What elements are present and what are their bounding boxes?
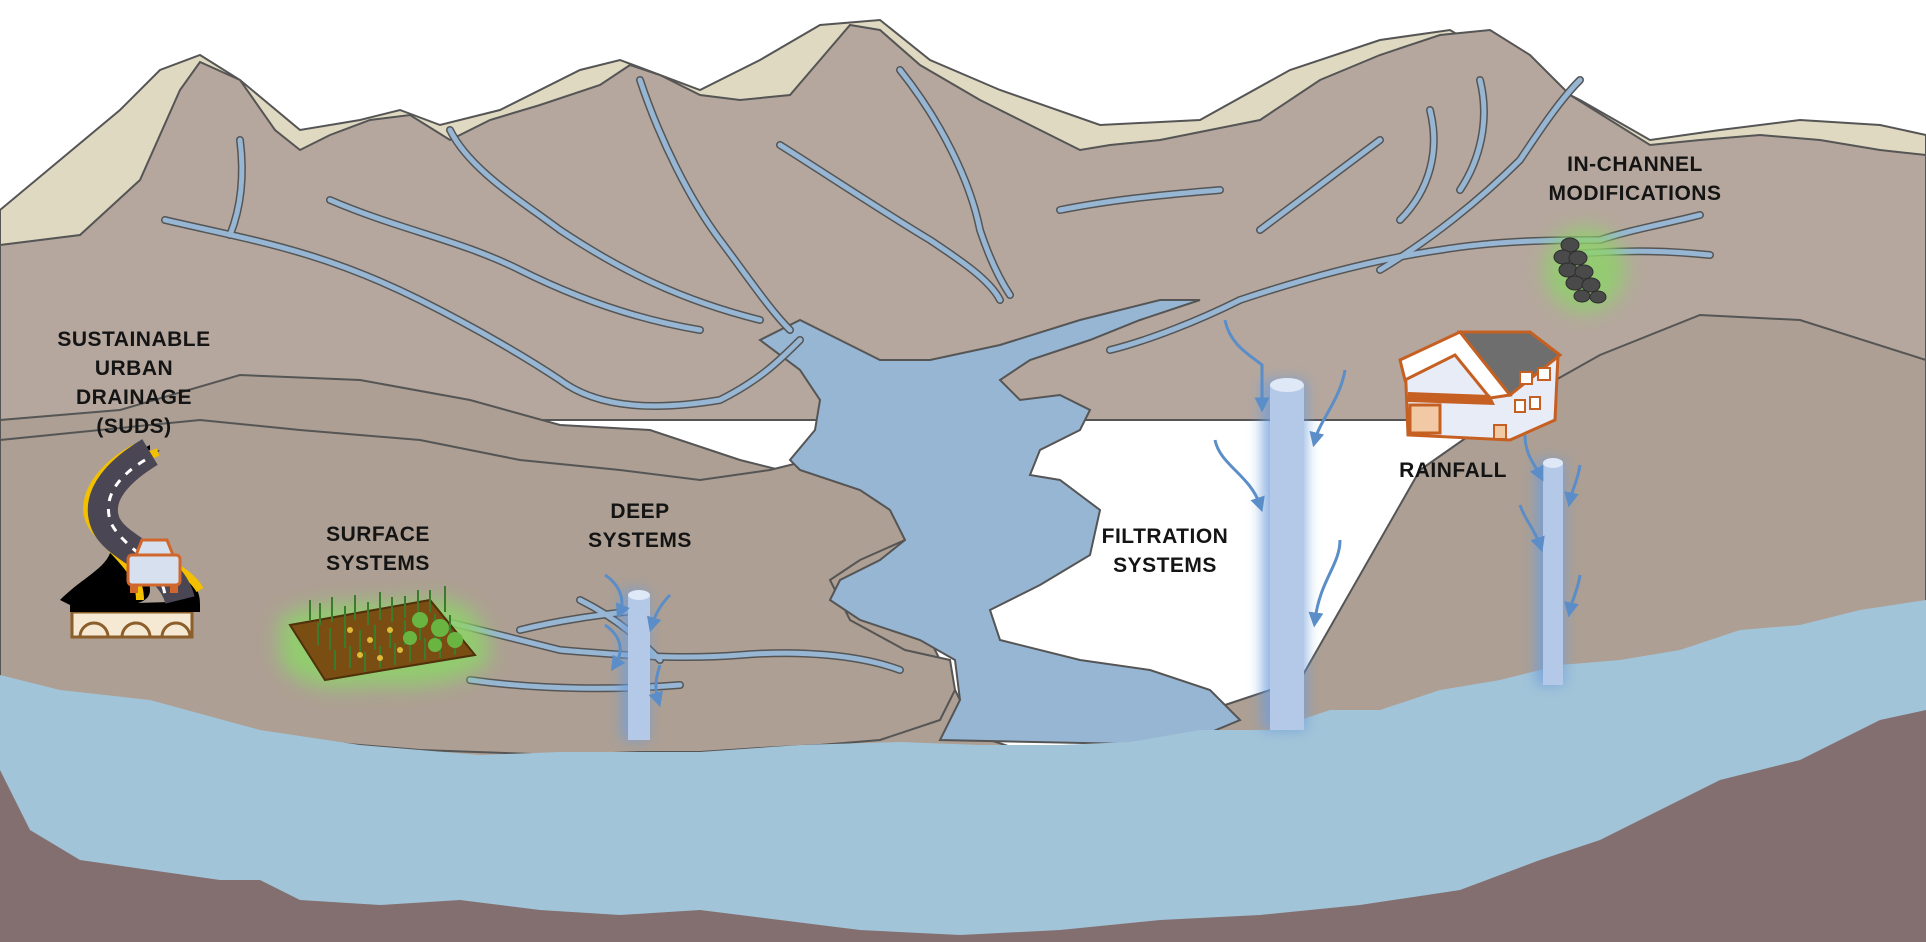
label-in-channel-line2: MODIFICATIONS xyxy=(1548,182,1722,205)
label-suds-line1: SUSTAINABLE xyxy=(57,328,211,351)
label-filtration-line2: SYSTEMS xyxy=(1113,554,1217,577)
label-filtration-systems: FILTRATION SYSTEMS xyxy=(1090,522,1240,580)
label-rainfall-line1: RAINFALL xyxy=(1399,459,1507,482)
label-deep-line1: DEEP xyxy=(610,500,670,523)
tributary-streams xyxy=(161,66,1714,693)
planted-garden-icon xyxy=(280,586,490,688)
infiltration-column-filtration xyxy=(1262,378,1306,730)
river xyxy=(758,299,1242,747)
label-surface-systems: SURFACE SYSTEMS xyxy=(308,520,448,578)
label-in-channel-modifications: IN-CHANNEL MODIFICATIONS xyxy=(1525,150,1745,208)
rock-weir-icon xyxy=(1545,228,1625,312)
groundwater xyxy=(0,600,1926,942)
label-deep-systems: DEEP SYSTEMS xyxy=(575,497,705,555)
label-deep-line2: SYSTEMS xyxy=(588,529,692,552)
label-suds-line2: URBAN xyxy=(94,357,174,380)
label-suds-line4: (SUDS) xyxy=(96,415,172,438)
road-with-car-icon xyxy=(60,439,204,639)
label-in-channel-line1: IN-CHANNEL xyxy=(1567,153,1703,176)
label-suds-line3: DRAINAGE xyxy=(75,386,192,409)
infiltration-column-deep xyxy=(622,590,650,740)
house-icon xyxy=(1398,330,1563,442)
infiltration-column-rainfall xyxy=(1536,458,1564,685)
label-suds: SUSTAINABLE URBAN DRAINAGE (SUDS) xyxy=(44,325,224,441)
label-filtration-line1: FILTRATION xyxy=(1101,525,1229,548)
label-surface-line1: SURFACE xyxy=(326,523,430,546)
bedrock xyxy=(0,710,1926,942)
flow-arrows xyxy=(604,319,1582,708)
mountains xyxy=(0,23,1926,421)
label-rainfall: RAINFALL xyxy=(1383,456,1523,485)
label-surface-line2: SYSTEMS xyxy=(326,552,430,575)
